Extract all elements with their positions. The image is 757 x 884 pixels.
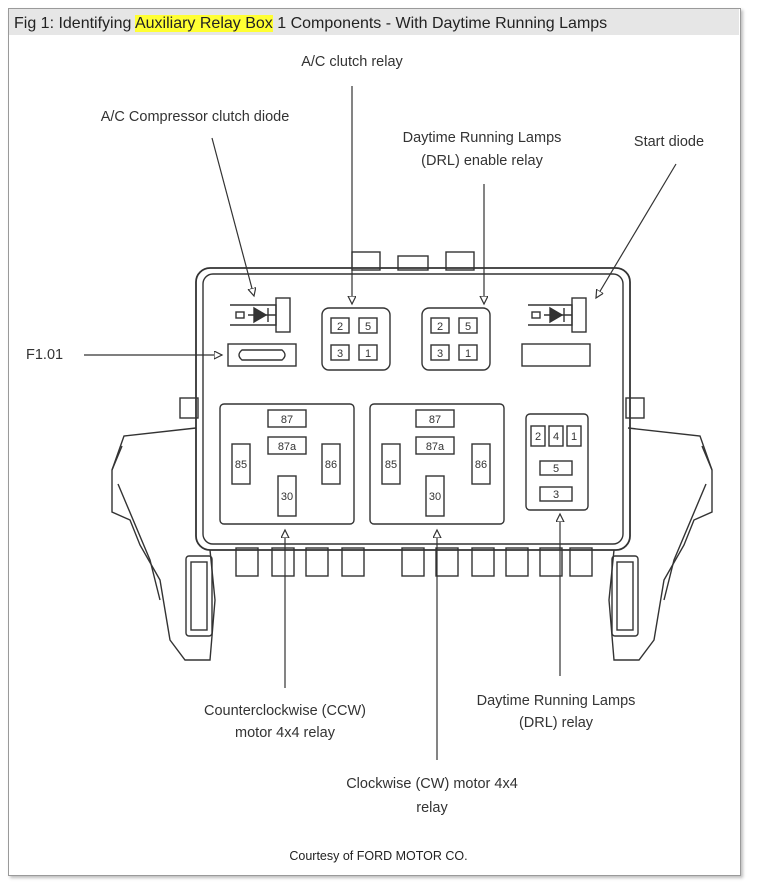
start-diode-label: Start diode bbox=[633, 134, 705, 150]
drl-pin-4: 4 bbox=[553, 431, 559, 443]
ccw-relay-label-line2: motor 4x4 relay bbox=[235, 725, 335, 741]
cw-pin-87a: 87a bbox=[426, 441, 445, 453]
ccw-pin-87a: 87a bbox=[278, 441, 297, 453]
ccw-relay-socket: 87 87a 85 86 30 bbox=[219, 403, 355, 525]
cw-relay-label-line1: Clockwise (CW) motor 4x4 bbox=[346, 776, 518, 792]
ac-clutch-relay-label: A/C clutch relay bbox=[301, 54, 403, 70]
fuse-f1-01-symbol bbox=[227, 343, 297, 367]
ac-compressor-diode-symbol bbox=[230, 297, 291, 333]
title-suffix: 1 Components - With Daytime Running Lamp… bbox=[272, 15, 608, 32]
drl-relay-socket: 2 4 1 5 3 bbox=[525, 413, 589, 511]
drl-pin-5: 5 bbox=[553, 463, 559, 475]
fuse-f1-01-label: F1.01 bbox=[26, 347, 64, 363]
cw-pin-30: 30 bbox=[429, 491, 441, 503]
cw-pin-86: 86 bbox=[475, 459, 487, 471]
drl-enable-pin-1: 1 bbox=[465, 348, 471, 360]
drl-enable-relay-socket: 2 5 3 1 bbox=[421, 307, 491, 371]
figure-title: Fig 1: Identifying Auxiliary Relay Box 1… bbox=[9, 9, 739, 35]
figure-frame bbox=[8, 8, 741, 876]
ac-clutch-relay-socket: 2 5 3 1 bbox=[321, 307, 391, 371]
ccw-pin-87: 87 bbox=[281, 414, 293, 426]
cw-relay-label-line2: relay bbox=[416, 800, 448, 816]
ac-relay-pin-5: 5 bbox=[365, 321, 371, 333]
courtesy-credit: Courtesy of FORD MOTOR CO. bbox=[289, 849, 468, 863]
cw-pin-85: 85 bbox=[385, 459, 397, 471]
title-prefix: Fig 1: Identifying bbox=[14, 15, 135, 32]
title-highlight: Auxiliary Relay Box bbox=[134, 15, 273, 32]
ac-relay-pin-2: 2 bbox=[337, 321, 343, 333]
cw-relay-socket: 87 87a 85 86 30 bbox=[369, 403, 505, 525]
drl-enable-relay-label-line2: (DRL) enable relay bbox=[421, 153, 543, 169]
drl-enable-pin-5: 5 bbox=[465, 321, 471, 333]
leader-lines bbox=[84, 86, 677, 760]
left-side-tab bbox=[179, 397, 199, 419]
ccw-pin-86: 86 bbox=[325, 459, 337, 471]
drl-enable-pin-3: 3 bbox=[437, 348, 443, 360]
drl-relay-label-line1: Daytime Running Lamps bbox=[476, 693, 636, 709]
ccw-pin-30: 30 bbox=[281, 491, 293, 503]
drl-enable-pin-2: 2 bbox=[437, 321, 443, 333]
drl-relay-label-line2: (DRL) relay bbox=[518, 715, 594, 731]
ccw-relay-label-line1: Counterclockwise (CCW) bbox=[204, 703, 366, 719]
relay-box-housing bbox=[195, 267, 631, 551]
drl-pin-2: 2 bbox=[535, 431, 541, 443]
empty-fuse-slot bbox=[521, 343, 591, 367]
ac-relay-pin-1: 1 bbox=[365, 348, 371, 360]
left-mounting-clip bbox=[111, 427, 216, 661]
drl-enable-relay-label-line1: Daytime Running Lamps bbox=[402, 130, 562, 146]
start-diode-symbol bbox=[528, 297, 587, 333]
drl-pin-3: 3 bbox=[553, 489, 559, 501]
cw-pin-87: 87 bbox=[429, 414, 441, 426]
ccw-pin-85: 85 bbox=[235, 459, 247, 471]
right-mounting-clip bbox=[608, 427, 713, 661]
bottom-connector-teeth bbox=[235, 547, 593, 577]
ac-compressor-diode-label: A/C Compressor clutch diode bbox=[100, 109, 290, 125]
drl-pin-1: 1 bbox=[571, 431, 577, 443]
ac-relay-pin-3: 3 bbox=[337, 348, 343, 360]
right-side-tab bbox=[625, 397, 645, 419]
